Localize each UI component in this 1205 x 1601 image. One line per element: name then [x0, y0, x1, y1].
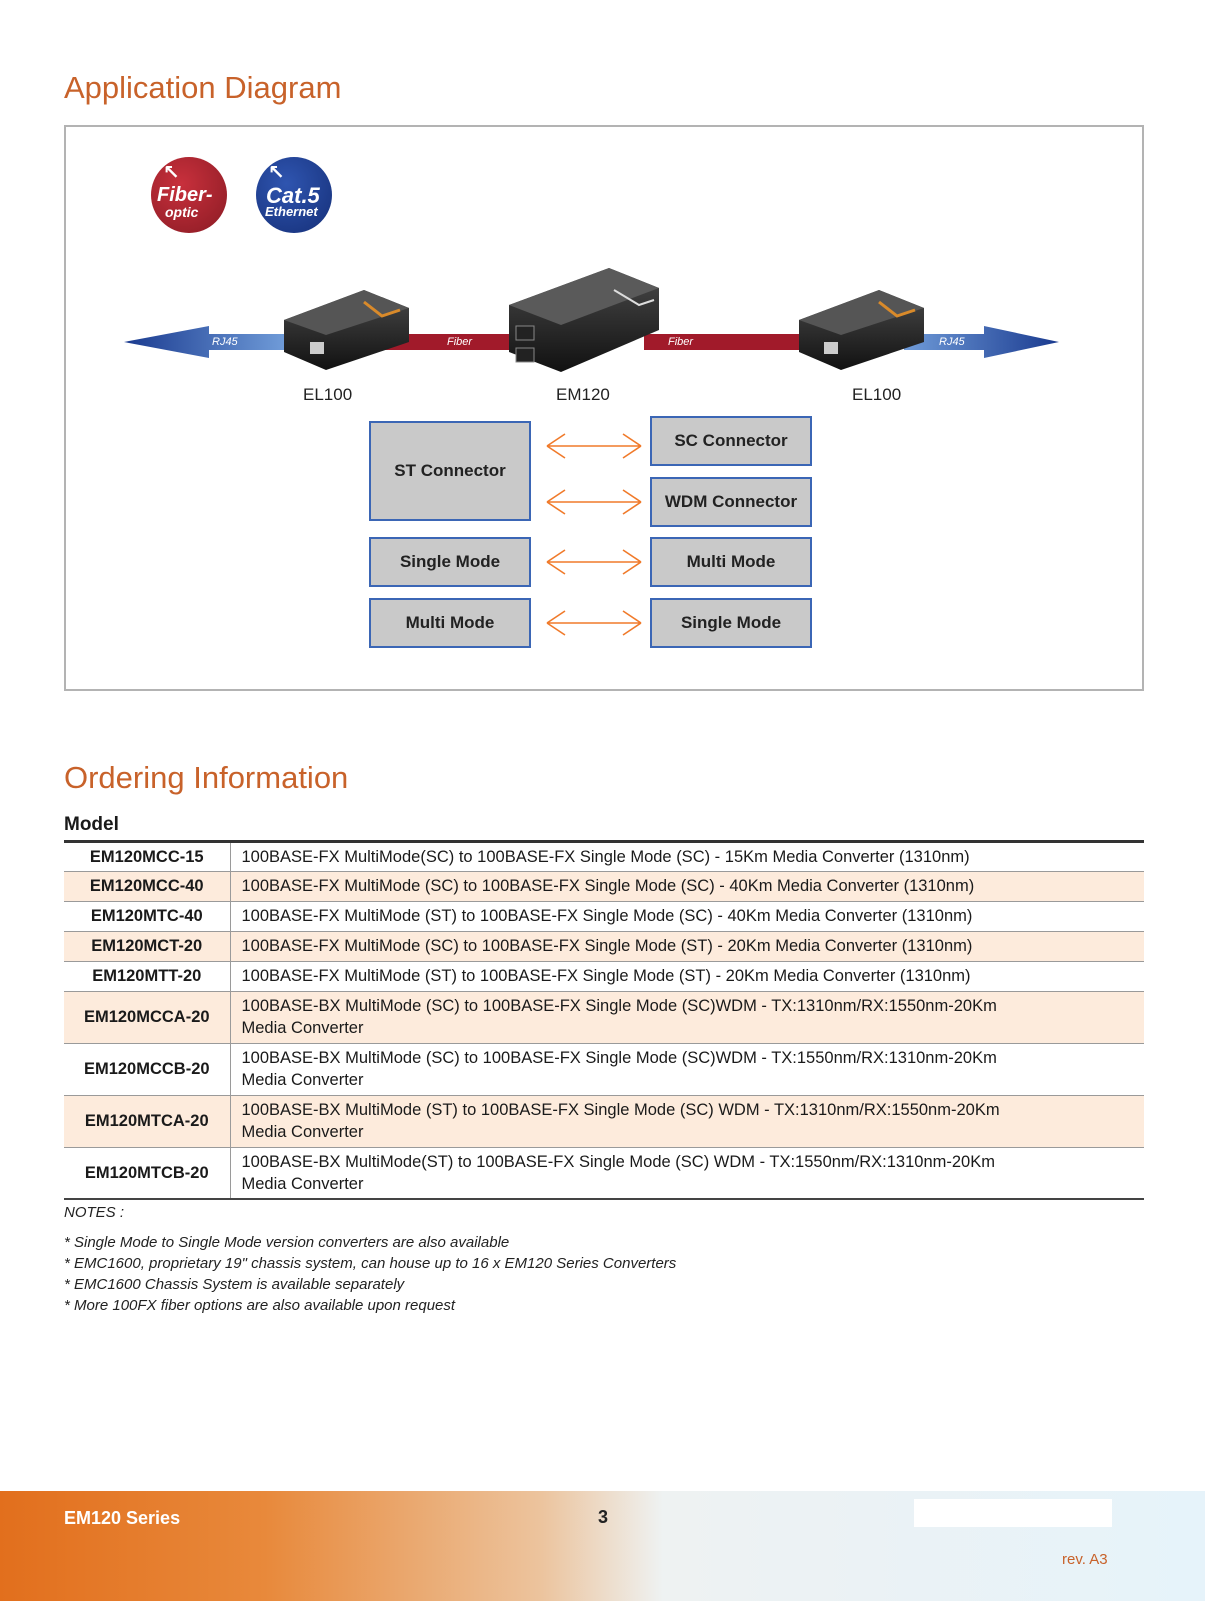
network-topology-illustration: RJ45 Fiber Fiber RJ45 [124, 268, 1059, 372]
rj45-label-right: RJ45 [939, 336, 966, 348]
cat5-badge-line1: Cat.5 [266, 183, 320, 208]
single-mode-right-box: Single Mode [650, 598, 812, 648]
description-cell: 100BASE-FX MultiMode (SC) to 100BASE-FX … [230, 871, 1144, 902]
device-label-el100-right: EL100 [852, 385, 902, 404]
description-cell: 100BASE-FX MultiMode (ST) to 100BASE-FX … [230, 961, 1144, 992]
multi-mode-left-box: Multi Mode [369, 598, 531, 648]
device-label-em120: EM120 [556, 385, 610, 404]
description-cell: 100BASE-BX MultiMode (SC) to 100BASE-FX … [230, 1043, 1144, 1096]
arrow-up-left-icon: ↖ [163, 162, 180, 184]
double-arrow-icon [546, 610, 642, 636]
ordering-information-title: Ordering Information [64, 760, 349, 795]
model-cell: EM120MCC-15 [64, 841, 231, 872]
description-line2: Media Converter [241, 1071, 364, 1089]
footer-blank-panel [914, 1499, 1112, 1527]
note-item: * More 100FX fiber options are also avai… [64, 1297, 456, 1314]
description-line1: 100BASE-BX MultiMode(ST) to 100BASE-FX S… [241, 1152, 995, 1171]
multi-mode-right-box: Multi Mode [650, 537, 812, 587]
table-row: EM120MCCB-20 100BASE-BX MultiMode (SC) t… [64, 1043, 1144, 1096]
description-cell: 100BASE-BX MultiMode (ST) to 100BASE-FX … [230, 1095, 1144, 1148]
notes-label: NOTES : [64, 1204, 125, 1221]
footer-series-name: EM120 Series [64, 1508, 181, 1528]
model-cell: EM120MCC-40 [64, 871, 231, 902]
description-cell: 100BASE-FX MultiMode (ST) to 100BASE-FX … [230, 901, 1144, 932]
table-header-row: Model [64, 813, 1144, 843]
description-line2: Media Converter [241, 1174, 364, 1193]
model-cell: EM120MTCB-20 [64, 1147, 231, 1200]
el100-right-device [799, 290, 924, 370]
double-arrow-icon [546, 433, 642, 459]
application-diagram-title: Application Diagram [64, 70, 342, 105]
fiber-badge-line2: optic [165, 204, 199, 220]
cat5-ethernet-badge: ↖ Cat.5 Ethernet [256, 157, 332, 233]
st-connector-box: ST Connector [369, 421, 531, 521]
model-cell: EM120MCT-20 [64, 931, 231, 962]
table-row: EM120MCC-15 100BASE-FX MultiMode(SC) to … [64, 841, 1144, 872]
table-row: EM120MTCB-20 100BASE-BX MultiMode(ST) to… [64, 1147, 1144, 1200]
fiber-cable-left [379, 334, 529, 350]
table-row: EM120MTC-40 100BASE-FX MultiMode (ST) to… [64, 901, 1144, 932]
model-cell: EM120MTCA-20 [64, 1095, 231, 1148]
ordering-table: Model EM120MCC-15 100BASE-FX MultiMode(S… [64, 813, 1144, 1200]
wdm-connector-box: WDM Connector [650, 477, 812, 527]
description-line1: 100BASE-BX MultiMode (SC) to 100BASE-FX … [241, 997, 997, 1015]
note-item: * EMC1600, proprietary 19" chassis syste… [64, 1255, 677, 1272]
description-line1: 100BASE-BX MultiMode (SC) to 100BASE-FX … [241, 1049, 997, 1067]
fiber-label-right: Fiber [668, 336, 694, 348]
note-item: * EMC1600 Chassis System is available se… [64, 1276, 405, 1293]
page-number: 3 [598, 1507, 609, 1527]
sc-connector-box: SC Connector [650, 416, 812, 466]
description-cell: 100BASE-BX MultiMode(ST) to 100BASE-FX S… [230, 1147, 1144, 1200]
double-arrow-icon [546, 489, 642, 515]
arrow-up-left-icon: ↖ [268, 162, 285, 184]
table-row: EM120MCCA-20 100BASE-BX MultiMode (SC) t… [64, 991, 1144, 1044]
table-row: EM120MTT-20 100BASE-FX MultiMode (ST) to… [64, 961, 1144, 992]
fiber-badge-line1: Fiber- [157, 184, 213, 206]
cat5-badge-line2: Ethernet [265, 204, 318, 219]
em120-center-device [509, 268, 659, 372]
table-row: EM120MTCA-20 100BASE-BX MultiMode (ST) t… [64, 1095, 1144, 1148]
table-row: EM120MCT-20 100BASE-FX MultiMode (SC) to… [64, 931, 1144, 962]
fiber-label-left: Fiber [447, 336, 473, 348]
description-line2: Media Converter [241, 1019, 364, 1037]
model-column-header: Model [64, 813, 1144, 843]
fiber-cable-right [644, 334, 814, 350]
el100-left-device [284, 290, 409, 370]
single-mode-left-box: Single Mode [369, 537, 531, 587]
fiber-optic-badge: ↖ Fiber- optic [151, 157, 227, 233]
page-footer: EM120 Series 3 rev. A3 [0, 1491, 1205, 1601]
rj45-label-left: RJ45 [212, 336, 239, 348]
model-cell: EM120MCCA-20 [64, 991, 231, 1044]
notes-list: * Single Mode to Single Mode version con… [64, 1232, 676, 1316]
description-cell: 100BASE-FX MultiMode(SC) to 100BASE-FX S… [230, 841, 1144, 872]
description-cell: 100BASE-FX MultiMode (SC) to 100BASE-FX … [230, 931, 1144, 962]
device-label-el100-left: EL100 [303, 385, 353, 404]
description-line1: 100BASE-BX MultiMode (ST) to 100BASE-FX … [241, 1101, 1000, 1119]
rj45-cable-right [904, 326, 1059, 358]
double-arrow-icon [546, 549, 642, 575]
table-row: EM120MCC-40 100BASE-FX MultiMode (SC) to… [64, 871, 1144, 902]
model-cell: EM120MTC-40 [64, 901, 231, 932]
revision-label: rev. A3 [1062, 1551, 1108, 1568]
model-cell: EM120MCCB-20 [64, 1043, 231, 1096]
model-cell: EM120MTT-20 [64, 961, 231, 992]
notes-section: NOTES : * Single Mode to Single Mode ver… [64, 1204, 676, 1316]
rj45-cable-left [124, 326, 284, 358]
description-cell: 100BASE-BX MultiMode (SC) to 100BASE-FX … [230, 991, 1144, 1044]
description-line2: Media Converter [241, 1123, 364, 1141]
note-item: * Single Mode to Single Mode version con… [64, 1234, 510, 1251]
application-diagram-frame [64, 125, 1144, 691]
